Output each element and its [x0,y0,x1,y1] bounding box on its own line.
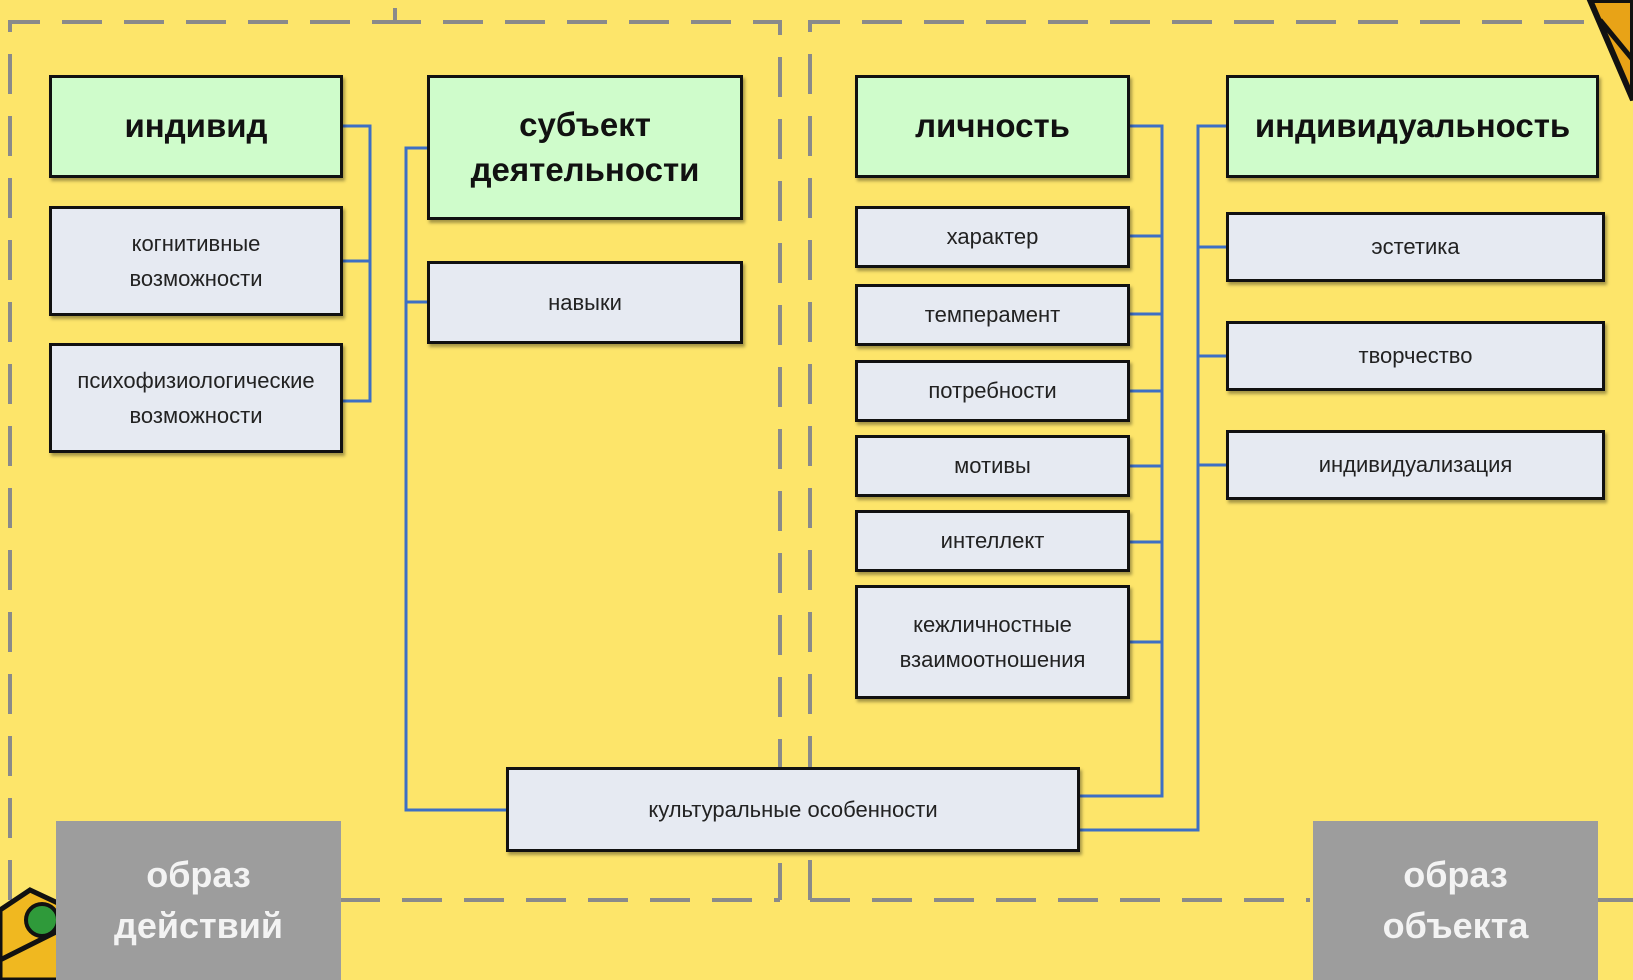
culture-label: культуральные особенности [648,796,938,822]
subject-item-label: навыки [548,289,622,315]
decorative-clipart-bottom-left [0,887,65,980]
footer-image-of-actions: образ действий [56,821,341,980]
individ-header: индивид [49,75,343,178]
subject-title: субъект деятельности [470,105,700,188]
individualnost-item-label: индивидуализация [1318,452,1513,478]
lichnost-item-interpersonal: кежличностные взаимоотношения [855,585,1130,699]
individualnost-item-label: творчество [1358,343,1473,369]
individualnost-title: индивидуальность [1254,107,1571,145]
connectors [343,124,1226,832]
individ-item-label: психофизиологические возможности [77,367,315,428]
lichnost-item-character: характер [855,206,1130,268]
individualnost-item-individualization: индивидуализация [1226,430,1605,500]
lichnost-item-temperament: темперамент [855,284,1130,346]
individ-title: индивид [124,107,268,145]
individualnost-header: индивидуальность [1226,75,1599,178]
lichnost-header: личность [855,75,1130,178]
individualnost-item-label: эстетика [1371,234,1460,260]
lichnost-item-motives: мотивы [855,435,1130,497]
individ-item-cognitive: когнитивные возможности [49,206,343,316]
lichnost-item-label: потребности [928,378,1057,404]
individ-item-label: когнитивные возможности [129,230,263,291]
decorative-pencil-top-right [1586,0,1633,102]
culture-box: культуральные особенности [506,767,1080,852]
lichnost-item-label: темперамент [924,302,1061,328]
individ-item-psychophysiological: психофизиологические возможности [49,343,343,453]
subject-header: субъект деятельности [427,75,743,220]
lichnost-item-label: мотивы [954,453,1031,479]
lichnost-item-intellect: интеллект [855,510,1130,572]
footer-left-label: образ действий [113,854,284,946]
footer-right-label: образ объекта [1382,854,1529,946]
individualnost-item-aesthetics: эстетика [1226,212,1605,282]
lichnost-item-needs: потребности [855,360,1130,422]
individualnost-item-creativity: творчество [1226,321,1605,391]
footer-image-of-object: образ объекта [1313,821,1598,980]
lichnost-title: личность [915,107,1070,145]
lichnost-item-label: кежличностные взаимоотношения [899,611,1086,672]
dashed-frame-right [808,20,1633,902]
lichnost-item-label: характер [946,224,1039,250]
subject-item-skills: навыки [427,261,743,344]
dashed-frame-left [8,8,782,902]
lichnost-item-label: интеллект [940,528,1045,554]
